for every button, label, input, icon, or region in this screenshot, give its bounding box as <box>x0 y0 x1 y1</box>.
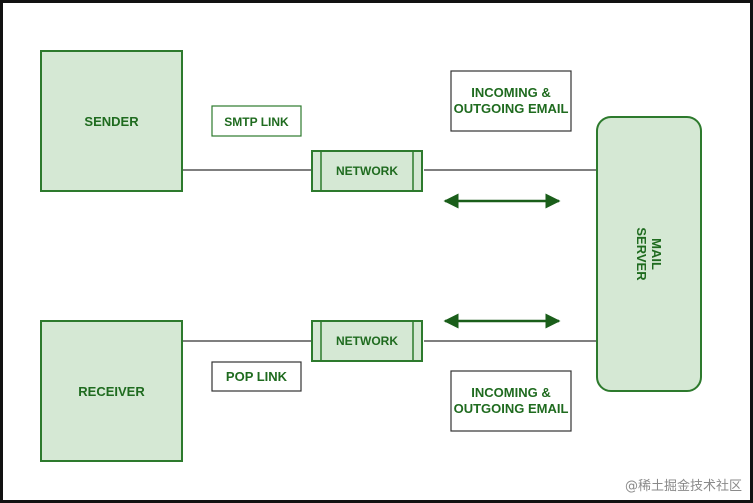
mail-server-label-line-2: SERVER <box>634 227 649 281</box>
receiver-box <box>40 320 183 462</box>
incoming-outgoing-bottom-line-2: OUTGOING EMAIL <box>454 401 569 416</box>
network-label-top: NETWORK <box>336 164 398 178</box>
incoming-outgoing-top-line-2: OUTGOING EMAIL <box>454 101 569 116</box>
watermark-text: @稀土掘金技术社区 <box>624 479 742 494</box>
mail-server-box <box>596 116 702 392</box>
incoming-outgoing-box-bottom <box>450 370 572 432</box>
network-node-top: NETWORK <box>311 150 423 192</box>
receiver-label: RECEIVER <box>78 384 145 399</box>
mail-flow-diagram: SENDER RECEIVER NETWORK NETWORK MAIL SER… <box>40 50 702 462</box>
pop-link-box <box>211 361 302 392</box>
incoming-outgoing-top-line-1: INCOMING & <box>471 85 550 100</box>
sender-label: SENDER <box>84 114 139 129</box>
network-label-bottom: NETWORK <box>336 334 398 348</box>
incoming-outgoing-box-top <box>450 70 572 132</box>
mail-server-label: MAIL SERVER <box>634 227 664 281</box>
smtp-link-label: SMTP LINK <box>224 115 289 129</box>
incoming-outgoing-bottom-line-1: INCOMING & <box>471 385 550 400</box>
smtp-link-box <box>211 105 302 137</box>
pop-link-label: POP LINK <box>226 369 288 384</box>
mail-server-label-line-1: MAIL <box>649 238 664 270</box>
sender-box <box>40 50 183 192</box>
network-node-bottom: NETWORK <box>311 320 423 362</box>
